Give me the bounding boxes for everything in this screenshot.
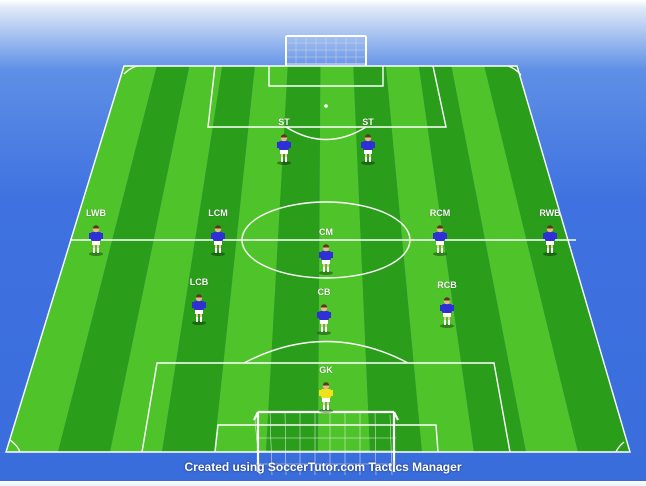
bottom-penalty-arc	[243, 340, 409, 364]
pitch-stripe	[353, 66, 422, 452]
pitch-stripe	[266, 66, 321, 452]
player-label: CM	[319, 227, 333, 237]
player-label: LCM	[208, 208, 228, 218]
pitch-stripe	[110, 66, 223, 452]
pitch-stripes	[6, 66, 630, 452]
player-label: RWB	[539, 208, 561, 218]
bottom-penalty-box	[141, 362, 511, 453]
pitch-stripe	[214, 66, 288, 452]
player-label: ST	[278, 117, 290, 127]
top-penalty-spot	[324, 104, 328, 108]
corner-arc-bottom-right	[615, 441, 625, 453]
top-penalty-arc	[285, 126, 367, 141]
player-lwb[interactable]	[89, 225, 103, 256]
corner-arc-top-right	[507, 65, 522, 76]
player-rcb[interactable]	[440, 297, 454, 328]
player-label: RCM	[429, 208, 451, 218]
corner-arc-top-left	[123, 65, 138, 75]
player-gk-goalkeeper[interactable]	[319, 382, 333, 413]
player-cb[interactable]	[317, 304, 331, 335]
player-label: LWB	[86, 208, 106, 218]
pitch-stripe	[318, 66, 370, 452]
player-lcm[interactable]	[211, 225, 225, 256]
player-label: LCB	[189, 277, 209, 287]
player-label: GK	[319, 365, 333, 375]
player-st[interactable]	[361, 134, 375, 165]
top-penalty-box	[207, 65, 447, 128]
pitch-stripe	[386, 66, 474, 452]
touchline-boundary	[5, 65, 631, 453]
player-lcb[interactable]	[192, 294, 206, 325]
player-label: ST	[362, 117, 374, 127]
bottom-goal	[253, 410, 399, 476]
corner-arc-bottom-left	[9, 439, 21, 453]
credit-caption: Created using SoccerTutor.com Tactics Ma…	[184, 460, 462, 474]
pitch-stripe	[451, 66, 578, 452]
pitch-stripe	[6, 66, 157, 452]
player-rwb[interactable]	[543, 225, 557, 256]
players-layer	[89, 134, 557, 413]
player-cm[interactable]	[319, 244, 333, 275]
pitch-stripe	[418, 66, 526, 452]
player-rcm[interactable]	[433, 225, 447, 256]
player-st[interactable]	[277, 134, 291, 165]
pitch-stripe	[162, 66, 255, 452]
player-label: CB	[317, 287, 331, 297]
pitch-stripe	[58, 66, 190, 452]
pitch-stripe	[484, 66, 630, 452]
top-six-yard-box	[268, 66, 384, 87]
player-label: RCB	[437, 280, 457, 290]
centre-circle	[241, 201, 411, 279]
top-goal	[285, 35, 367, 66]
